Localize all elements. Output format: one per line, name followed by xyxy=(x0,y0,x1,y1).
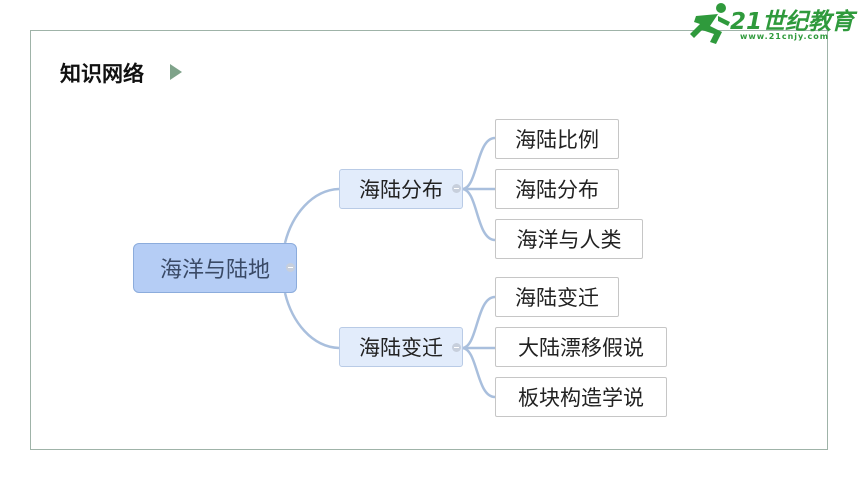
collapse-icon[interactable] xyxy=(452,184,461,193)
mindmap-branch-node[interactable]: 海陆变迁 xyxy=(339,327,463,367)
brand-url: www.21cnjy.com xyxy=(740,32,830,41)
collapse-icon[interactable] xyxy=(452,343,461,352)
mindmap-branch-node[interactable]: 海陆分布 xyxy=(339,169,463,209)
mindmap-leaf-node[interactable]: 海陆变迁 xyxy=(495,277,619,317)
mindmap-leaf-node[interactable]: 海洋与人类 xyxy=(495,219,643,259)
mindmap-root-node[interactable]: 海洋与陆地 xyxy=(133,243,297,293)
connector-branch-2-leaf-1 xyxy=(461,295,496,350)
connector-branch-1-leaf-3 xyxy=(461,187,496,242)
connector-branch-2-leaf-3 xyxy=(461,346,496,399)
mindmap-leaf-node[interactable]: 海陆比例 xyxy=(495,119,619,159)
content-frame xyxy=(30,30,828,450)
connector-branch-1-leaf-1 xyxy=(461,136,496,191)
mindmap-leaf-node[interactable]: 板块构造学说 xyxy=(495,377,667,417)
page-title: 知识网络 xyxy=(60,62,144,86)
play-arrow-icon xyxy=(170,64,182,80)
collapse-icon[interactable] xyxy=(286,263,295,272)
mindmap-leaf-node[interactable]: 大陆漂移假说 xyxy=(495,327,667,367)
brand-name: 21世纪教育 xyxy=(730,9,855,35)
runner-icon xyxy=(690,3,730,44)
mindmap-leaf-node[interactable]: 海陆分布 xyxy=(495,169,619,209)
connector-root-branch-1 xyxy=(283,187,340,244)
brand-logo: 21世纪教育 www.21cnjy.com xyxy=(688,2,856,46)
connector-root-branch-2 xyxy=(283,292,340,350)
